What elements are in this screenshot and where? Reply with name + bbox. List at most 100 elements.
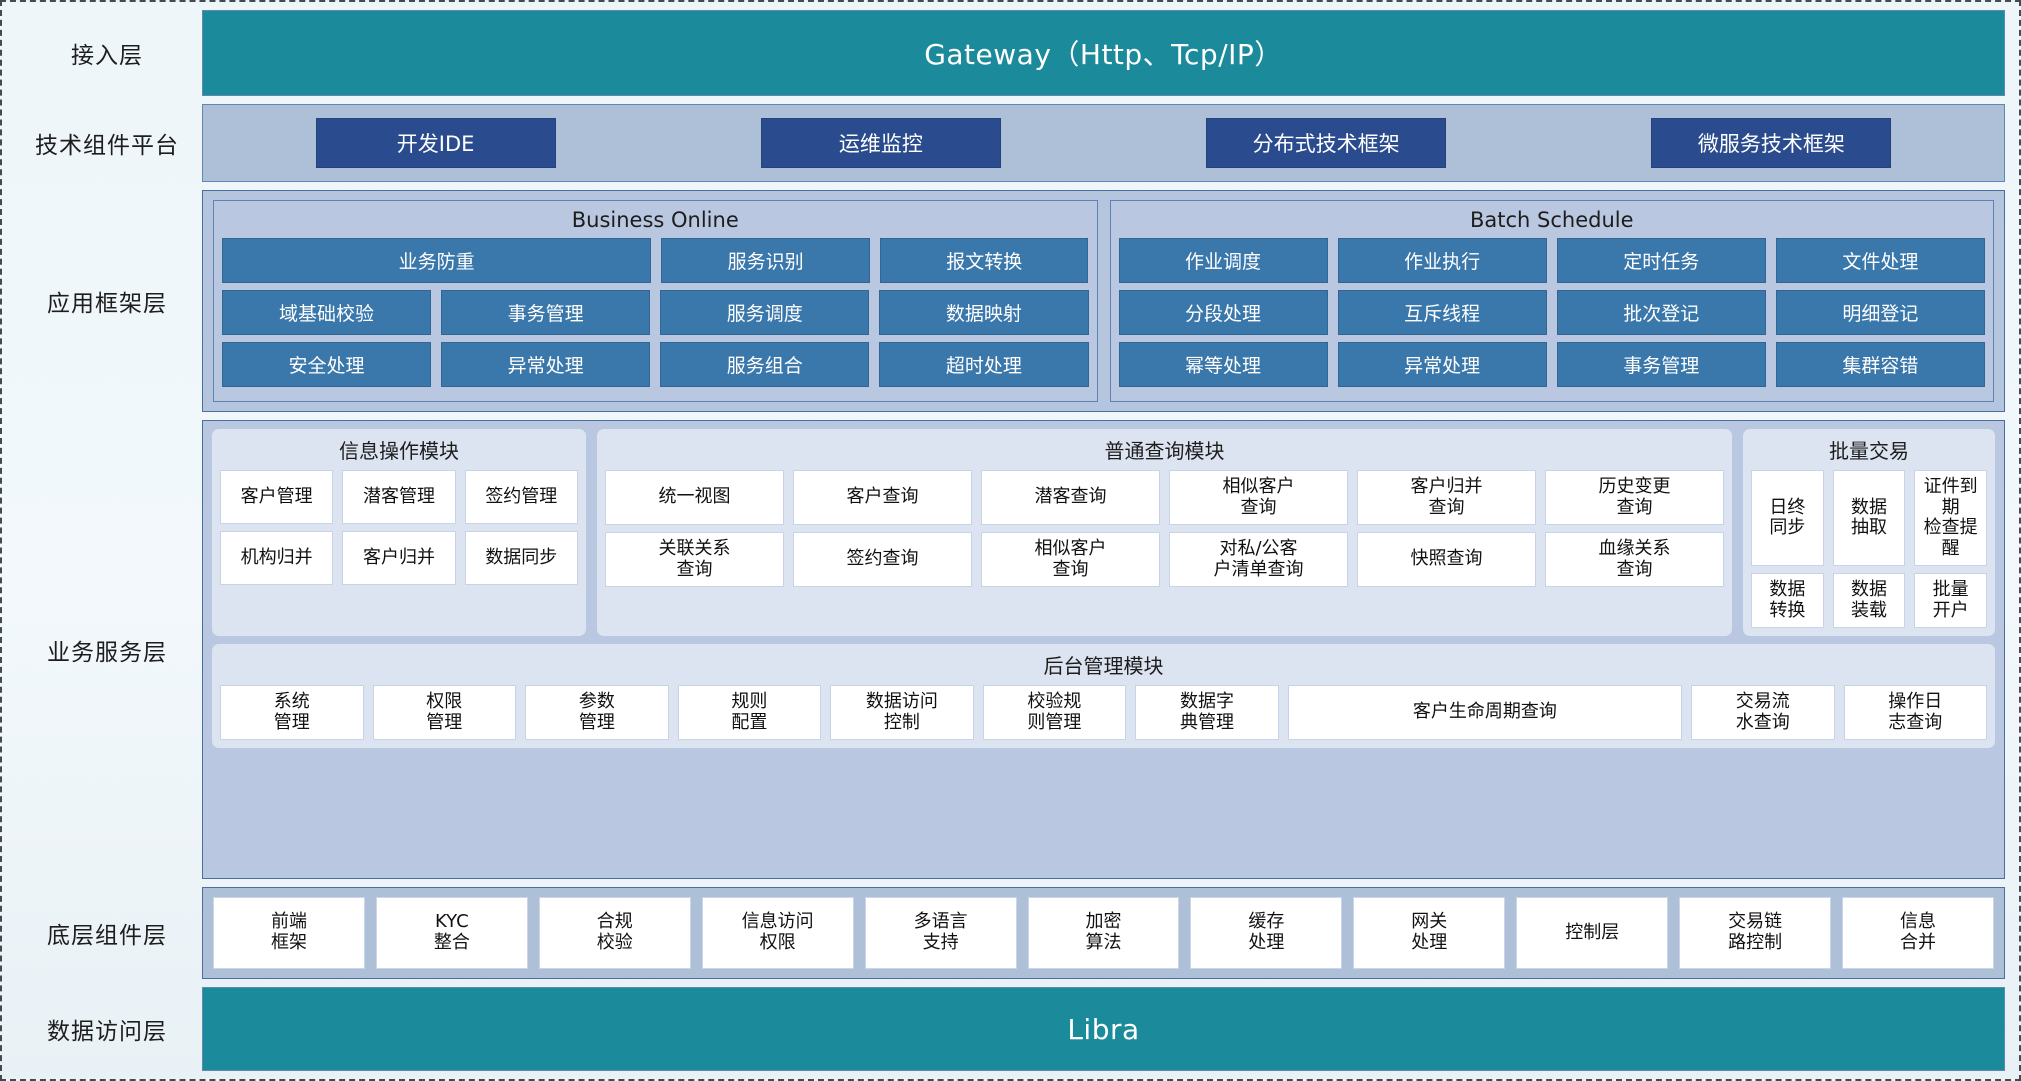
component-cell-缓存处理[interactable]: 缓存处理 [1190, 897, 1343, 969]
band-Gateway（Http、Tcp/IP）: Gateway（Http、Tcp/IP） [202, 10, 2005, 96]
business-cell-机构归并[interactable]: 机构归并 [220, 531, 334, 585]
business-cell-关联关系查询[interactable]: 关联关系查询 [605, 532, 784, 588]
admin-cell-权限管理[interactable]: 权限管理 [372, 685, 517, 741]
business-group-信息操作模块: 信息操作模块客户管理潜客管理签约管理机构归并客户归并数据同步 [212, 429, 586, 637]
app-cell-集群容错[interactable]: 集群容错 [1775, 342, 1985, 387]
business-cell-客户管理[interactable]: 客户管理 [220, 470, 334, 524]
tech-platform-band: 开发IDE 运维监控 分布式技术框架 微服务技术框架 [202, 104, 2005, 182]
business-row: 数据转换数据装载批量开户 [1751, 573, 1988, 629]
component-cell-前端框架[interactable]: 前端框架 [213, 897, 365, 969]
business-group-title-普通查询模块: 普通查询模块 [1104, 439, 1225, 463]
business-cell-日终同步[interactable]: 日终同步 [1751, 470, 1824, 567]
component-cell-加密算法[interactable]: 加密算法 [1027, 897, 1180, 969]
app-cell-超时处理[interactable]: 超时处理 [879, 342, 1089, 387]
layer-label-业务服务层: 业务服务层 [47, 639, 167, 666]
admin-cell-参数管理[interactable]: 参数管理 [525, 685, 669, 741]
app-group-Business Online: Business Online业务防重服务识别报文转换域基础校验事务管理服务调度… [213, 200, 1098, 402]
admin-cell-数据访问控制[interactable]: 数据访问控制 [830, 685, 974, 741]
business-cell-历史变更查询[interactable]: 历史变更查询 [1545, 470, 1724, 526]
admin-cell-系统管理[interactable]: 系统管理 [220, 685, 364, 741]
app-row: 业务防重服务识别报文转换 [222, 238, 1089, 283]
layer-技术组件平台: 技术组件平台 开发IDE 运维监控 分布式技术框架 微服务技术框架 [12, 104, 2005, 182]
layer-body-技术组件平台: 开发IDE 运维监控 分布式技术框架 微服务技术框架 [202, 104, 2005, 182]
business-cell-数据同步[interactable]: 数据同步 [464, 531, 578, 585]
business-cell-客户归并查询[interactable]: 客户归并查询 [1357, 470, 1536, 526]
admin-module-title: 后台管理模块 [1043, 654, 1164, 679]
component-cell-交易链路控制[interactable]: 交易链路控制 [1679, 897, 1832, 969]
app-cell-幂等处理[interactable]: 幂等处理 [1118, 342, 1328, 387]
app-cell-异常处理[interactable]: 异常处理 [1337, 342, 1547, 387]
business-cell-签约查询[interactable]: 签约查询 [793, 532, 972, 588]
business-cell-统一视图[interactable]: 统一视图 [605, 470, 784, 526]
business-cell-数据装载[interactable]: 数据装载 [1832, 573, 1906, 629]
tech-chip-开发IDE[interactable]: 开发IDE [315, 118, 556, 168]
app-cell-事务管理[interactable]: 事务管理 [441, 290, 651, 335]
layer-spacer [12, 412, 2005, 420]
app-cell-报文转换[interactable]: 报文转换 [879, 238, 1089, 283]
business-row: 关联关系查询签约查询相似客户查询对私/公客户清单查询快照查询血缘关系查询 [605, 532, 1724, 588]
app-row: 域基础校验事务管理服务调度数据映射 [222, 290, 1089, 335]
app-cell-事务管理[interactable]: 事务管理 [1556, 342, 1766, 387]
app-cell-数据映射[interactable]: 数据映射 [879, 290, 1089, 335]
admin-module-group: 后台管理模块系统管理权限管理参数管理规则配置数据访问控制校验规则管理数据字典管理… [212, 644, 1995, 749]
component-cell-信息访问权限[interactable]: 信息访问权限 [701, 897, 854, 969]
app-cell-异常处理[interactable]: 异常处理 [441, 342, 651, 387]
admin-cell-操作日志查询[interactable]: 操作日志查询 [1843, 685, 1988, 741]
tech-chip-微服务技术框架[interactable]: 微服务技术框架 [1651, 118, 1892, 168]
layer-label-应用框架层: 应用框架层 [47, 291, 167, 317]
app-cell-业务防重[interactable]: 业务防重 [222, 238, 652, 283]
app-row: 分段处理互斥线程批次登记明细登记 [1118, 290, 1985, 335]
component-cell-多语言支持[interactable]: 多语言支持 [864, 897, 1017, 969]
app-cell-域基础校验[interactable]: 域基础校验 [222, 290, 432, 335]
app-cell-服务调度[interactable]: 服务调度 [660, 290, 870, 335]
layer-label-数据访问层: 数据访问层 [47, 1019, 167, 1045]
business-cell-客户查询[interactable]: 客户查询 [793, 470, 972, 526]
business-cell-潜客管理[interactable]: 潜客管理 [342, 470, 456, 524]
admin-cell-规则配置[interactable]: 规则配置 [677, 685, 822, 741]
business-groups-row: 信息操作模块客户管理潜客管理签约管理机构归并客户归并数据同步普通查询模块统一视图… [212, 429, 1995, 637]
app-cell-作业执行[interactable]: 作业执行 [1337, 238, 1547, 283]
business-cell-数据转换[interactable]: 数据转换 [1751, 573, 1824, 629]
app-cell-安全处理[interactable]: 安全处理 [222, 342, 432, 387]
business-cell-潜客查询[interactable]: 潜客查询 [981, 470, 1160, 526]
business-group-rows: 日终同步数据抽取证件到期检查提醒数据转换数据装载批量开户 [1751, 470, 1988, 629]
business-cell-相似客户查询[interactable]: 相似客户查询 [1169, 470, 1348, 526]
tech-chip-运维监控[interactable]: 运维监控 [760, 118, 1001, 168]
business-cell-数据抽取[interactable]: 数据抽取 [1832, 470, 1906, 567]
layer-label-技术组件平台: 技术组件平台 [35, 133, 179, 159]
business-cell-快照查询[interactable]: 快照查询 [1357, 532, 1536, 588]
app-cell-服务识别[interactable]: 服务识别 [661, 238, 870, 283]
business-cell-相似客户查询[interactable]: 相似客户查询 [981, 532, 1160, 588]
app-cell-文件处理[interactable]: 文件处理 [1775, 238, 1985, 283]
business-cell-签约管理[interactable]: 签约管理 [464, 470, 578, 524]
component-cell-信息合并[interactable]: 信息合并 [1842, 897, 1994, 969]
business-cell-证件到期检查提醒[interactable]: 证件到期检查提醒 [1914, 470, 1988, 567]
admin-cell-客户生命周期查询[interactable]: 客户生命周期查询 [1287, 685, 1682, 741]
business-cell-血缘关系查询[interactable]: 血缘关系查询 [1545, 532, 1724, 588]
app-group-grid: 作业调度作业执行定时任务文件处理分段处理互斥线程批次登记明细登记幂等处理异常处理… [1118, 238, 1985, 387]
tech-chip-分布式技术框架[interactable]: 分布式技术框架 [1206, 118, 1447, 168]
app-cell-明细登记[interactable]: 明细登记 [1775, 290, 1985, 335]
component-cell-网关处理[interactable]: 网关处理 [1353, 897, 1506, 969]
admin-cell-校验规则管理[interactable]: 校验规则管理 [982, 685, 1127, 741]
admin-cell-数据字典管理[interactable]: 数据字典管理 [1135, 685, 1279, 741]
component-cell-控制层[interactable]: 控制层 [1516, 897, 1669, 969]
business-cell-客户归并[interactable]: 客户归并 [342, 531, 456, 585]
business-cell-对私/公客户清单查询[interactable]: 对私/公客户清单查询 [1169, 532, 1348, 588]
business-cell-批量开户[interactable]: 批量开户 [1914, 573, 1988, 629]
app-row: 作业调度作业执行定时任务文件处理 [1118, 238, 1985, 283]
app-cell-批次登记[interactable]: 批次登记 [1556, 290, 1766, 335]
app-group-Batch Schedule: Batch Schedule作业调度作业执行定时任务文件处理分段处理互斥线程批次… [1109, 200, 1994, 402]
admin-cell-交易流水查询[interactable]: 交易流水查询 [1690, 685, 1835, 741]
app-cell-定时任务[interactable]: 定时任务 [1556, 238, 1766, 283]
component-cell-合规校验[interactable]: 合规校验 [538, 897, 691, 969]
app-cell-分段处理[interactable]: 分段处理 [1118, 290, 1328, 335]
app-cell-作业调度[interactable]: 作业调度 [1118, 238, 1328, 283]
app-cell-互斥线程[interactable]: 互斥线程 [1337, 290, 1547, 335]
layer-spacer [12, 879, 2005, 887]
app-cell-服务组合[interactable]: 服务组合 [660, 342, 870, 387]
